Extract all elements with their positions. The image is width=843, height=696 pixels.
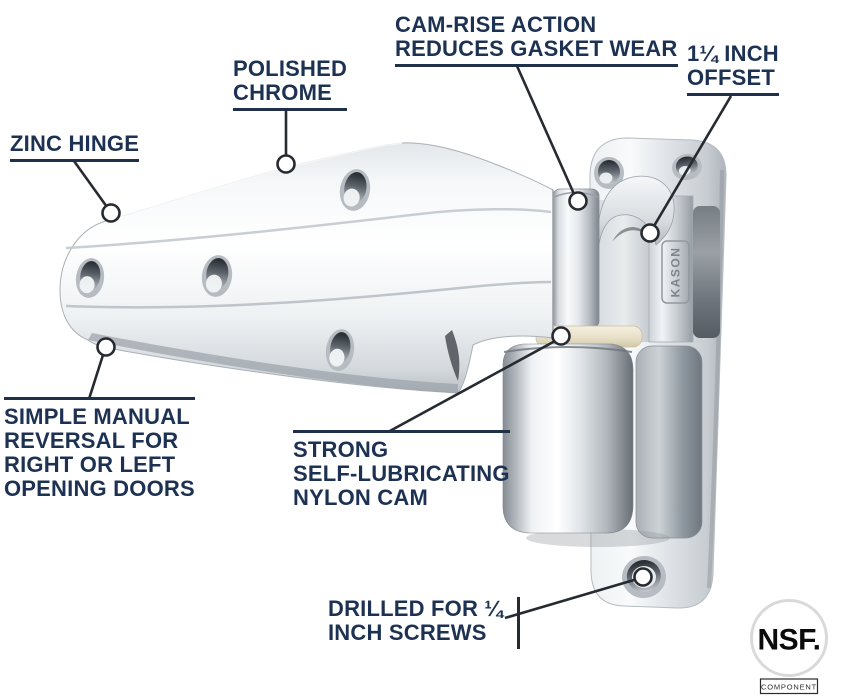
cylinder-top-seam (503, 346, 633, 353)
callout-point-cam-rise (568, 191, 588, 211)
strap-screw-hole (339, 169, 371, 211)
strap-top-highlight (105, 142, 403, 222)
callout-point-drilled-screws (633, 567, 653, 587)
callout-offset: 1¼ INCH OFFSET (687, 42, 779, 96)
plate-edge-shade (707, 169, 724, 589)
strap-fold-shadow (445, 330, 460, 381)
callout-point-zinc-hinge (101, 203, 121, 223)
strap-screw-hole (325, 329, 355, 371)
callout-nylon-cam: STRONG SELF-LUBRICATING NYLON CAM (293, 430, 510, 510)
callout-manual-reversal: SIMPLE MANUAL REVERSAL FOR RIGHT OR LEFT… (4, 397, 195, 501)
cylinder-shadow (526, 529, 670, 547)
bracket-recess (693, 206, 720, 338)
bracket-collar (635, 345, 703, 539)
callout-point-polished-chrome (276, 154, 296, 174)
leader-lines (72, 65, 733, 620)
nsf-component-label: COMPONENT (761, 683, 817, 692)
leader-offset (652, 95, 733, 227)
strap-screw-hole (75, 258, 105, 298)
callout-point-manual-reversal (96, 337, 116, 357)
screw-hole-top-left (594, 157, 624, 189)
cam-housing-cylinder (502, 343, 634, 534)
callout-points (96, 154, 660, 587)
nsf-circle (750, 599, 828, 677)
kason-emboss-text: KASON (669, 247, 683, 298)
nsf-component-box (759, 678, 819, 695)
hinge-strap (59, 142, 554, 394)
strap-crease-upper (65, 207, 552, 250)
callout-drilled-screws: DRILLED FOR ¼ INCH SCREWS (328, 597, 520, 649)
strap-screw-hole (201, 255, 233, 297)
callout-point-offset (640, 223, 660, 243)
bracket-hook-shadow (612, 227, 657, 243)
leader-zinc-hinge (72, 160, 109, 208)
strap-bottom-shade (88, 333, 458, 393)
kason-emboss-frame (661, 240, 690, 304)
leader-nylon-cam (387, 339, 556, 434)
nsf-label: NSF. (757, 624, 820, 657)
leader-manual-reversal (87, 354, 105, 400)
callout-polished-chrome: POLISHED CHROME (233, 57, 348, 111)
callout-point-nylon-cam (551, 326, 571, 346)
leader-cam-rise (515, 65, 576, 195)
nsf-mark: NSF. COMPONENT (750, 599, 828, 695)
callout-cam-rise-action: CAM-RISE ACTION REDUCES GASKET WEAR (395, 13, 678, 67)
strap-crease-lower (65, 280, 552, 309)
callout-zinc-hinge: ZINC HINGE (10, 132, 140, 162)
kason-emboss: KASON (661, 240, 690, 304)
leader-drilled-screws (504, 578, 635, 620)
